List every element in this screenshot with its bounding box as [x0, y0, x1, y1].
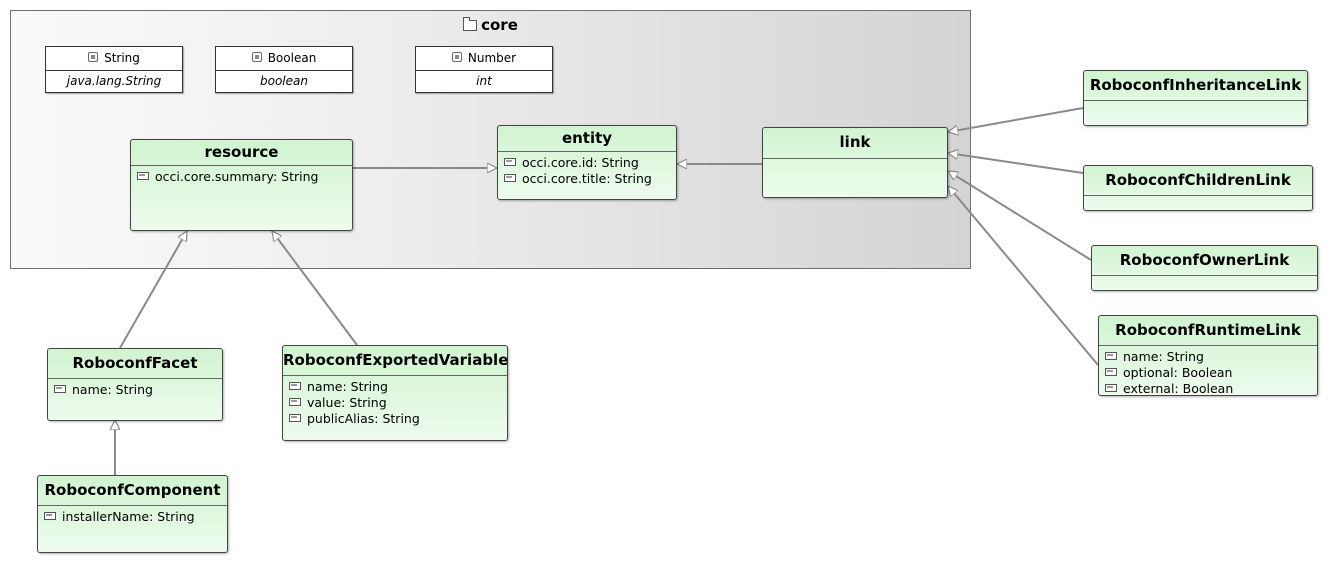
class-roboconf-facet[interactable]: RoboconfFacet name: String [47, 348, 223, 421]
class-entity[interactable]: entity occi.core.id: String occi.core.ti… [497, 125, 677, 200]
package-name: core [481, 16, 518, 34]
class-roboconf-children-link[interactable]: RoboconfChildrenLink [1083, 165, 1313, 211]
attribute: external: Boolean [1105, 381, 1317, 397]
datatype-icon [251, 52, 262, 62]
attribute: name: String [54, 382, 222, 398]
class-name: RoboconfExportedVariable [283, 346, 508, 376]
class-roboconf-runtime-link[interactable]: RoboconfRuntimeLink name: String optiona… [1098, 315, 1318, 396]
class-roboconf-component[interactable]: RoboconfComponent installerName: String [37, 475, 228, 553]
class-name: entity [498, 126, 676, 152]
folder-icon [463, 17, 478, 31]
attribute: name: String [1105, 349, 1317, 365]
class-link[interactable]: link [762, 127, 948, 198]
attribute-icon [44, 512, 56, 520]
attribute-icon [289, 382, 301, 390]
datatype-string[interactable]: String java.lang.String [45, 46, 183, 93]
edge-exportedvariable-resource [272, 231, 358, 346]
attribute-icon [504, 174, 516, 182]
class-name: resource [131, 140, 352, 166]
class-name: RoboconfChildrenLink [1084, 166, 1312, 196]
datatype-name: String [104, 51, 140, 65]
class-name: RoboconfRuntimeLink [1099, 316, 1317, 346]
attribute-icon [137, 172, 149, 180]
datatype-instance: int [476, 74, 492, 88]
datatype-instance: boolean [260, 74, 308, 88]
class-name: RoboconfOwnerLink [1092, 246, 1317, 276]
class-roboconf-inheritance-link[interactable]: RoboconfInheritanceLink [1083, 70, 1308, 126]
attribute: occi.core.summary: String [137, 169, 352, 185]
attribute-icon [289, 398, 301, 406]
attribute: occi.core.id: String [504, 155, 676, 171]
datatype-boolean[interactable]: Boolean boolean [215, 46, 353, 93]
attribute: occi.core.title: String [504, 171, 676, 187]
edge-runtimelink-link [948, 186, 1099, 366]
attribute-icon [1105, 352, 1117, 360]
attribute-icon [289, 414, 301, 422]
attribute: value: String [289, 395, 507, 411]
edge-childrenlink-link [948, 153, 1084, 174]
attribute: optional: Boolean [1105, 365, 1317, 381]
edge-inheritancelink-link [948, 107, 1084, 132]
class-roboconf-exported-variable[interactable]: RoboconfExportedVariable name: String va… [282, 345, 508, 441]
datatype-instance: java.lang.String [66, 74, 162, 88]
datatype-name: Boolean [267, 51, 317, 65]
attribute: publicAlias: String [289, 411, 507, 427]
attribute: installerName: String [44, 509, 227, 525]
class-name: RoboconfFacet [48, 349, 222, 379]
class-roboconf-owner-link[interactable]: RoboconfOwnerLink [1091, 245, 1318, 291]
attribute-icon [504, 158, 516, 166]
package-title: core [11, 16, 970, 34]
edge-ownerlink-link [948, 170, 1092, 261]
datatype-icon [451, 52, 462, 62]
class-resource[interactable]: resource occi.core.summary: String [130, 139, 353, 231]
class-name: link [763, 128, 947, 159]
datatype-name: Number [467, 51, 517, 65]
class-name: RoboconfInheritanceLink [1084, 71, 1307, 101]
attribute: name: String [289, 379, 507, 395]
class-name: RoboconfComponent [38, 476, 227, 506]
edge-facet-resource [119, 231, 188, 349]
attribute-icon [1105, 368, 1117, 376]
attribute-icon [54, 385, 66, 393]
datatype-icon [88, 52, 99, 62]
attribute-icon [1105, 384, 1117, 392]
datatype-number[interactable]: Number int [415, 46, 553, 93]
